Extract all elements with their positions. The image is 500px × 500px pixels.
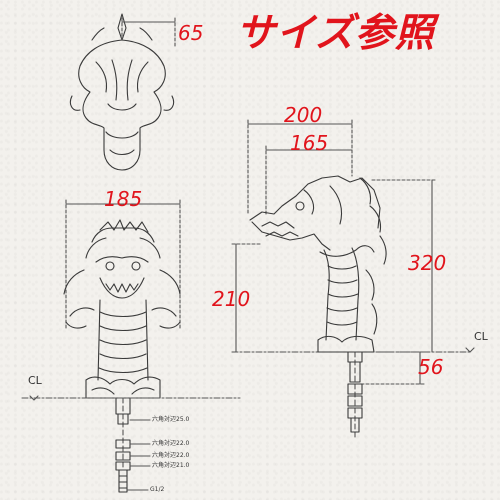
fitting-note-hex-22b: 六角対辺22.0 bbox=[152, 452, 190, 459]
dimension-side-height: 320 bbox=[408, 251, 447, 275]
dimension-side-base-offset: 56 bbox=[418, 355, 444, 379]
centerline-label-left: CL bbox=[28, 374, 42, 387]
top-view-drawing bbox=[69, 13, 176, 171]
centerline-label-right: CL bbox=[474, 330, 488, 343]
fitting-note-hex-25: 六角対辺25.0 bbox=[152, 416, 190, 423]
dimension-side-reach-total: 200 bbox=[284, 103, 323, 127]
fitting-note-hex-22: 六角対辺22.0 bbox=[152, 440, 190, 447]
dimension-front-width: 185 bbox=[104, 187, 143, 211]
dimension-side-spout-height: 210 bbox=[212, 287, 251, 311]
front-view-drawing bbox=[21, 199, 241, 493]
fitting-note-thread: G1/2 bbox=[150, 486, 165, 493]
size-reference-headline: サイズ参照 bbox=[236, 11, 435, 56]
side-view-drawing bbox=[231, 119, 475, 441]
dimension-top-width: 65 bbox=[178, 21, 204, 45]
dimension-side-reach-spout: 165 bbox=[290, 131, 329, 155]
fitting-note-hex-21: 六角対辺21.0 bbox=[152, 462, 190, 469]
